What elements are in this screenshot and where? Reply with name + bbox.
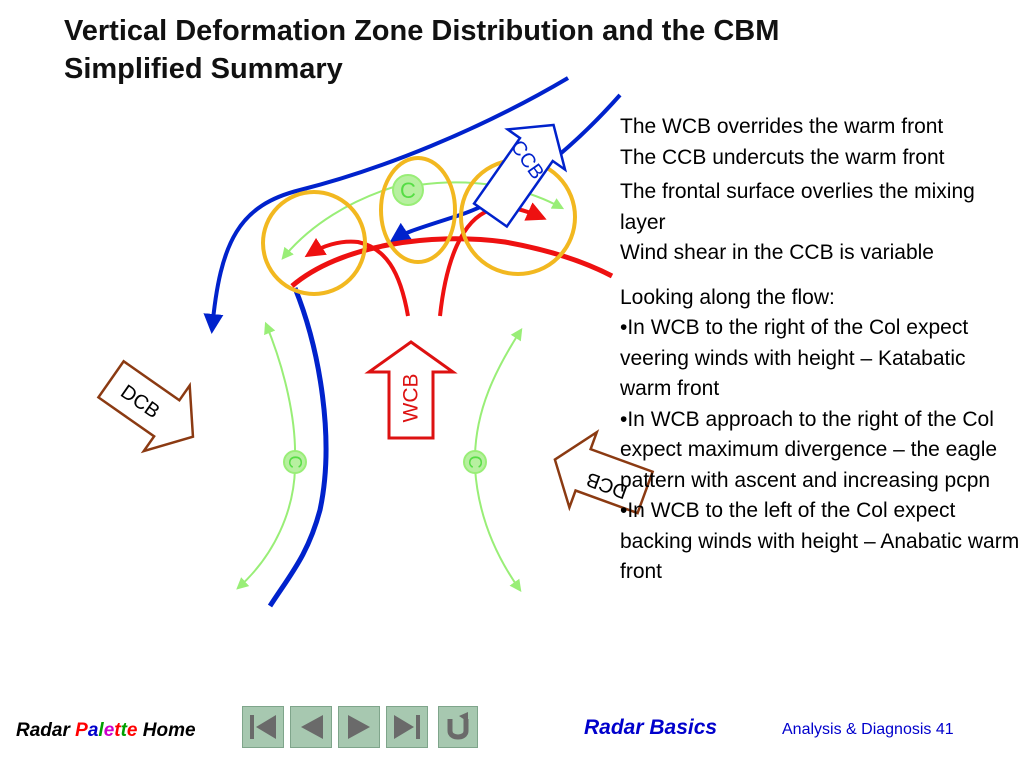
note-looking-along-flow: Looking along the flow:: [620, 285, 835, 309]
col-label-right: C: [465, 456, 485, 469]
blue-front-line: [267, 287, 329, 608]
note-wcb-overrides: The WCB overrides the warm front: [620, 115, 944, 138]
col-marker-top: [392, 174, 424, 206]
green-streamline-right-up: [474, 327, 523, 457]
note-bullet-veering: •In WCB to the right of the Col expect v…: [620, 316, 969, 400]
footer-home-word: Home: [142, 720, 196, 741]
next-slide-button[interactable]: [338, 706, 380, 748]
dcb-left-block-arrow: [96, 359, 195, 454]
summary-notes: The WCB overrides the warm front The CCB…: [620, 112, 1020, 588]
first-slide-button[interactable]: [242, 706, 284, 748]
red-branch-left: [304, 237, 410, 317]
green-streamline-left-up: [264, 321, 297, 459]
page-title: Vertical Deformation Zone Distribution a…: [64, 12, 964, 88]
blue-flow-outer: [203, 76, 570, 334]
last-slide-button[interactable]: [386, 706, 428, 748]
deformation-circle-middle: [379, 156, 457, 264]
return-u-turn-icon: [447, 712, 469, 740]
footer-radar-basics[interactable]: Radar Basics: [584, 716, 718, 739]
ccb-block-arrow: [472, 123, 568, 229]
footer-radar-word: Radar: [16, 720, 70, 741]
radar-palette-home-link[interactable]: Radar Palette Home: [16, 720, 196, 742]
previous-slide-button[interactable]: [290, 706, 332, 748]
title-line-1: Vertical Deformation Zone Distribution a…: [64, 15, 780, 47]
note-ccb-undercuts: The CCB undercuts the warm front: [620, 145, 945, 169]
footer-page-label: Analysis & Diagnosis 41: [782, 721, 954, 738]
wcb-block-arrow: [364, 340, 458, 440]
red-warm-front: [290, 236, 614, 288]
col-label-top: C: [400, 178, 416, 203]
col-marker-right: [463, 450, 487, 474]
note-wind-shear: Wind shear in the CCB is variable: [620, 241, 934, 264]
previous-arrow-icon: [301, 715, 323, 739]
note-bullet-backing: •In WCB to the left of the Col expect ba…: [620, 499, 1020, 583]
skip-to-last-icon: [394, 715, 420, 739]
skip-to-first-icon: [250, 715, 276, 739]
dcb-right-block-arrow: [553, 429, 655, 515]
return-button[interactable]: [438, 706, 478, 748]
red-branch-right: [438, 202, 547, 317]
green-streamline-right-down: [474, 467, 522, 592]
note-bullet-divergence: •In WCB approach to the right of the Col…: [620, 407, 998, 492]
col-label-left: C: [285, 456, 305, 469]
col-marker-left: [283, 450, 307, 474]
green-streamline-left-down: [236, 467, 296, 590]
deformation-circle-left: [261, 190, 367, 296]
next-arrow-icon: [348, 715, 370, 739]
title-line-2: Simplified Summary: [64, 53, 343, 85]
wcb-label: WCB: [400, 374, 423, 423]
footer-palette-word: Palette: [75, 720, 138, 741]
note-frontal-surface: The frontal surface overlies the mixing …: [620, 180, 975, 234]
